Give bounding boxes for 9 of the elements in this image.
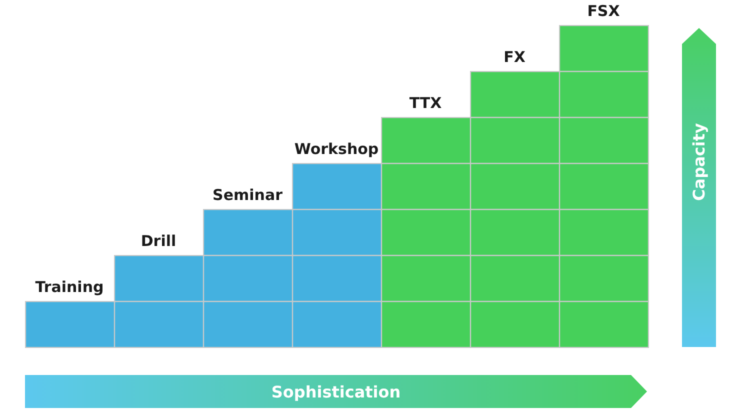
step-label: Training <box>34 278 105 296</box>
step-label: TTX <box>408 94 443 112</box>
step-label: Drill <box>140 232 178 250</box>
step-label: FX <box>502 48 526 66</box>
axis-label: Capacity <box>690 123 708 201</box>
step-label: Seminar <box>212 186 284 204</box>
axis-label: Sophistication <box>271 382 401 401</box>
step-label: FSX <box>586 2 621 20</box>
step-label: Workshop <box>293 140 380 158</box>
